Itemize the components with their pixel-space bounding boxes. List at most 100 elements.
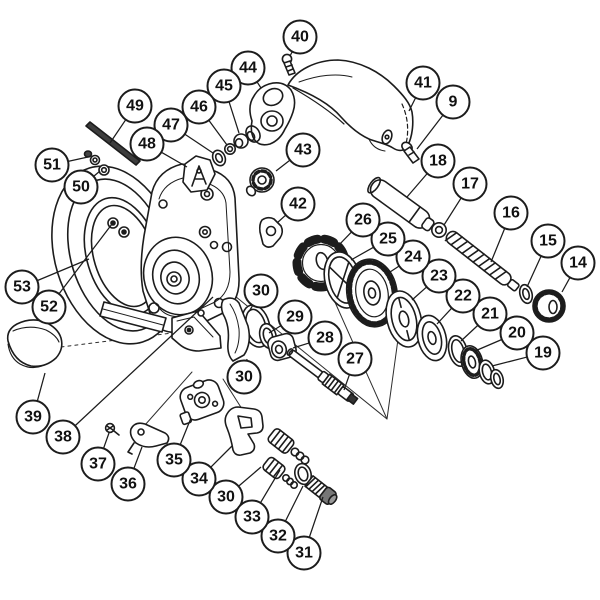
callout-circle-44 — [230, 50, 266, 86]
callout-number-23: 23 — [430, 268, 448, 285]
callout-36: 36 — [110, 446, 146, 502]
callout-leader-34 — [210, 445, 233, 468]
callout-circle-21 — [472, 296, 508, 332]
callout-circle-45 — [206, 68, 242, 104]
callout-circle-17 — [452, 166, 488, 202]
callout-40: 40 — [282, 19, 318, 57]
callout-circle-37 — [80, 446, 116, 482]
callout-number-30-2: 30 — [235, 369, 253, 386]
callout-46: 46 — [181, 89, 228, 146]
callout-number-18: 18 — [429, 153, 447, 170]
callout-39: 39 — [15, 372, 51, 435]
callout-17: 17 — [443, 166, 488, 226]
callout-leader-42 — [276, 214, 287, 224]
callout-circle-41 — [405, 65, 441, 101]
callout-number-27: 27 — [346, 351, 364, 368]
callout-circle-26 — [345, 202, 381, 238]
callout-35: 35 — [156, 417, 192, 478]
callout-number-46: 46 — [190, 99, 208, 116]
part-washer-15 — [518, 283, 534, 305]
part-clutch-yoke — [224, 406, 264, 456]
callout-leader-25 — [350, 246, 374, 261]
callout-number-26: 26 — [354, 212, 372, 229]
callout-30-2: 30 — [226, 358, 262, 395]
callout-number-24: 24 — [404, 249, 422, 266]
part-cam-bracket — [258, 216, 284, 248]
callout-leader-48 — [160, 151, 188, 168]
callout-circle-53 — [4, 269, 40, 305]
callout-circle-30-3 — [208, 479, 244, 515]
callout-number-47: 47 — [162, 117, 180, 134]
callout-circle-32 — [260, 518, 296, 554]
part-pawl-gear — [245, 167, 275, 197]
callout-circle-25 — [370, 221, 406, 257]
callout-37: 37 — [80, 432, 116, 482]
part-thumb-rest — [6, 319, 63, 369]
callout-number-48: 48 — [138, 136, 156, 153]
callout-number-42: 42 — [289, 196, 307, 213]
part-pinion-cluster — [262, 428, 338, 505]
callout-20: 20 — [474, 315, 535, 352]
callout-22: 22 — [436, 278, 481, 325]
callout-9: 9 — [416, 84, 471, 150]
callout-number-30: 30 — [252, 283, 270, 300]
callout-circle-40 — [282, 19, 318, 55]
callout-number-14: 14 — [569, 255, 587, 272]
callout-circle-49 — [117, 88, 153, 124]
part-screw-9 — [401, 141, 420, 164]
callout-51: 51 — [34, 147, 89, 183]
part-worm-nut — [430, 222, 447, 239]
part-clutch-rod — [85, 121, 141, 166]
callout-leader-37 — [102, 432, 110, 449]
callout-leader-49 — [109, 119, 127, 144]
callout-49: 49 — [109, 88, 153, 144]
callout-leader-27 — [343, 374, 351, 391]
callout-circle-9 — [435, 84, 471, 120]
callout-number-36: 36 — [119, 476, 137, 493]
callout-number-39: 39 — [24, 409, 42, 426]
callout-circle-15 — [530, 223, 566, 259]
callout-23: 23 — [411, 258, 457, 301]
callout-leader-51 — [67, 156, 89, 163]
callout-leader-39 — [36, 372, 46, 402]
callout-circle-34 — [181, 461, 217, 497]
callout-50: 50 — [63, 169, 101, 205]
callout-number-51: 51 — [43, 157, 61, 174]
part-worm-shaft — [444, 230, 520, 292]
callout-circle-19 — [525, 335, 561, 371]
callout-leader-22 — [436, 307, 453, 325]
part-bolt-block — [182, 155, 216, 193]
callout-number-32: 32 — [269, 528, 287, 545]
callout-number-16: 16 — [502, 205, 520, 222]
callout-leader-24 — [389, 265, 400, 273]
callout-number-25: 25 — [379, 231, 397, 248]
callout-34: 34 — [181, 445, 233, 497]
part-worm-shield — [367, 176, 435, 232]
part-washers-19 — [478, 359, 505, 390]
callout-number-15: 15 — [539, 233, 557, 250]
callout-circle-30-2 — [226, 359, 262, 395]
callout-leader-38 — [74, 296, 214, 427]
callout-number-49: 49 — [126, 98, 144, 115]
callout-leader-33 — [259, 469, 281, 504]
callout-19: 19 — [491, 335, 561, 371]
callout-14: 14 — [560, 245, 596, 293]
part-washer-row — [211, 133, 249, 167]
callout-number-19: 19 — [534, 345, 552, 362]
callout-circle-46 — [181, 89, 217, 125]
callout-leader-43 — [275, 159, 291, 172]
part-drag-disc-23 — [385, 290, 423, 348]
callout-circle-48 — [129, 126, 165, 162]
callout-41: 41 — [405, 65, 441, 112]
callout-leader-17 — [443, 197, 462, 226]
callout-number-29: 29 — [286, 309, 304, 326]
callout-number-38: 38 — [54, 429, 72, 446]
callout-circle-23 — [421, 258, 457, 294]
callout-circle-33 — [234, 499, 270, 535]
callout-number-41: 41 — [414, 75, 432, 92]
callout-leader-31 — [308, 496, 324, 538]
callout-circle-52 — [31, 289, 67, 325]
callout-31: 31 — [286, 496, 324, 571]
callout-leader-28 — [292, 342, 310, 349]
callout-33: 33 — [234, 469, 281, 535]
